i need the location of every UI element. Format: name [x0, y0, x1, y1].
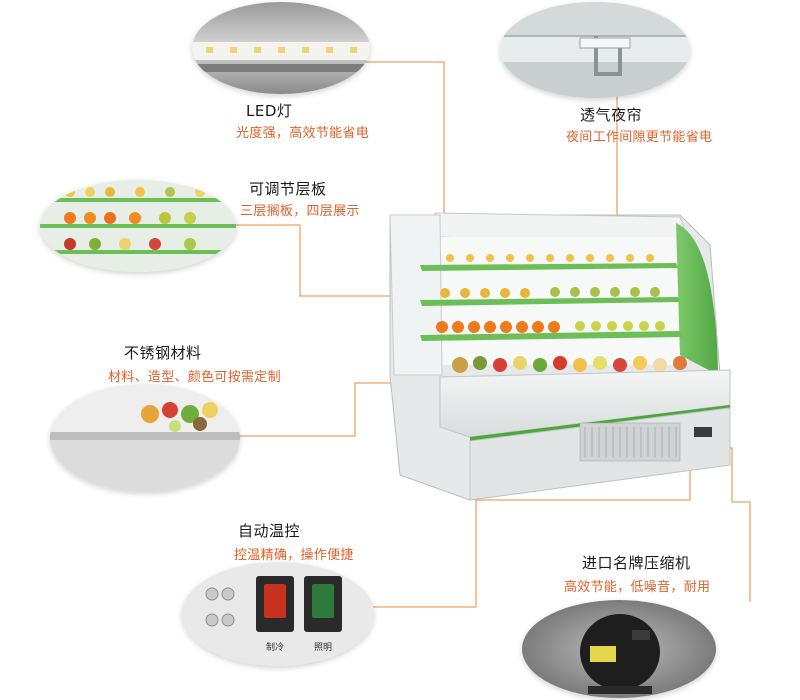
led-strip-icon: [192, 2, 370, 94]
temp-desc: 控温精确，操作便捷: [234, 548, 354, 563]
led-detail-photo: [192, 2, 370, 94]
compressor-icon: [522, 600, 716, 698]
switch-label-cooling: 制冷: [266, 641, 284, 653]
stainless-detail-photo: [50, 384, 240, 492]
night-curtain-icon: [500, 2, 690, 98]
adjustable-shelves-icon: [40, 180, 236, 272]
display-cabinet-illustration: [389, 212, 731, 501]
curtain-desc: 夜间工作间隙更节能省电: [566, 130, 713, 145]
leader-line-shelves: [235, 224, 440, 297]
temp-title: 自动温控: [238, 522, 301, 540]
led-desc: 光度强，高效节能省电: [236, 126, 370, 141]
leader-line-stainless: [238, 382, 420, 437]
leader-line-led: [330, 61, 445, 260]
curtain-title: 透气夜帘: [580, 106, 643, 124]
compressor-photo: [522, 600, 716, 698]
compressor-title: 进口名牌压缩机: [582, 554, 691, 572]
control-panel-icon: 制冷 照明: [182, 562, 374, 666]
switch-label-lighting: 照明: [314, 642, 332, 653]
compressor-desc: 高效节能，低噪音，耐用: [564, 580, 711, 595]
led-title: LED灯: [246, 102, 293, 120]
stainless-steel-icon: [50, 384, 240, 492]
stainless-title: 不锈钢材料: [124, 344, 202, 362]
stainless-desc: 材料、造型、颜色可按需定制: [108, 370, 281, 385]
shelves-desc: 三层搁板，四层展示: [240, 204, 360, 219]
shelves-title: 可调节层板: [249, 180, 327, 198]
leader-line-temp: [372, 445, 691, 608]
control-panel-photo: 制冷 照明: [182, 562, 374, 666]
curtain-detail-photo: [500, 2, 690, 98]
shelves-detail-photo: [40, 180, 236, 272]
